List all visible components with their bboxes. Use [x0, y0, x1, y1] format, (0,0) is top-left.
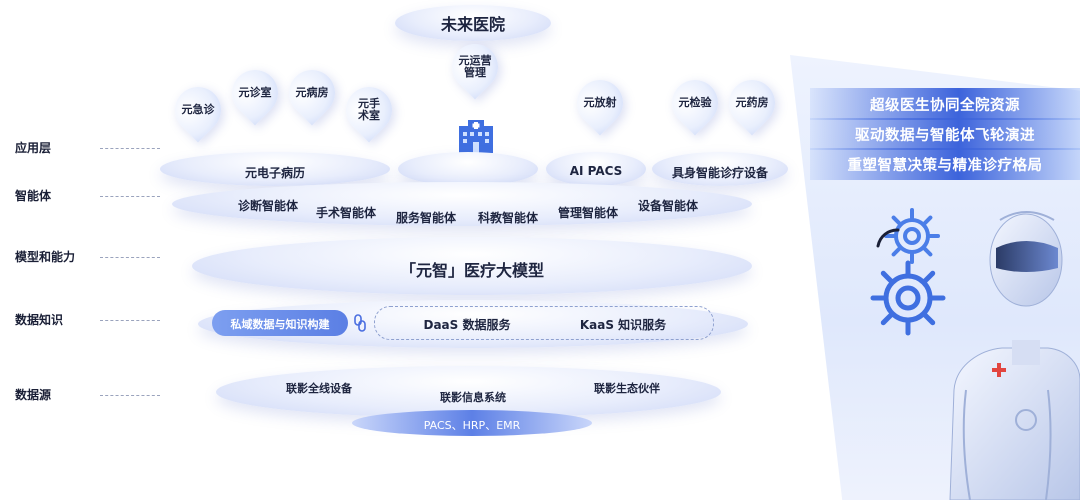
gear-icon-large [870, 260, 946, 336]
agent-service: 服务智能体 [395, 211, 456, 225]
agent-diagnosis: 诊断智能体 [237, 199, 298, 213]
services-dashed-box [374, 306, 714, 340]
laboratory-label: 元检验 [678, 96, 712, 109]
agent-management: 管理智能体 [557, 206, 618, 220]
slogan-2: 驱动数据与智能体飞轮演进 [810, 118, 1080, 150]
source-disc [216, 366, 721, 418]
systems-label: PACS、HRP、EMR [423, 419, 521, 432]
pharmacy-pin: 元药房 [719, 70, 785, 136]
layer-agent-leader [100, 196, 160, 197]
emergency-label: 元急诊 [181, 103, 215, 116]
agent-disc [172, 182, 752, 226]
device-disc [652, 152, 788, 186]
emr-label: 元电子病历 [244, 166, 305, 180]
ward-label: 元病房 [295, 86, 329, 99]
source-eco: 联影生态伙伴 [594, 382, 660, 395]
layer-application: 应用层 [15, 141, 52, 155]
layer-source: 数据源 [15, 388, 52, 402]
agent-surgery: 手术智能体 [315, 206, 376, 220]
laboratory-pin: 元检验 [662, 70, 728, 136]
curve-icon [876, 228, 900, 248]
center-disc [398, 152, 538, 186]
operations-pin: 元运营 管理 [442, 34, 508, 100]
chain-link-icon [354, 314, 366, 332]
clinic-label: 元诊室 [238, 86, 272, 99]
model-disc [192, 237, 752, 295]
layer-knowledge-leader [100, 320, 160, 321]
future-hospital-label: 未来医院 [440, 15, 505, 34]
layer-model-leader [100, 257, 160, 258]
aipacs-label: AI PACS [569, 164, 623, 178]
operating-room-pin: 元手 术室 [336, 77, 402, 143]
source-info: 联影信息系统 [440, 391, 506, 404]
future-hospital-disc [395, 5, 551, 41]
private-data-pill [212, 310, 348, 336]
slogan-1: 超级医生协同全院资源 [810, 88, 1080, 120]
daas-label: DaaS 数据服务 [423, 318, 511, 332]
kaas-label: KaaS 知识服务 [579, 318, 667, 332]
robot-doctor-illustration [949, 211, 1080, 500]
systems-band [352, 410, 592, 436]
clinic-pin: 元诊室 [222, 60, 288, 126]
slogan-3: 重塑智慧决策与精准诊疗格局 [810, 148, 1080, 180]
agent-device: 设备智能体 [637, 199, 698, 213]
agent-education: 科教智能体 [477, 211, 538, 225]
device-label: 具身智能诊疗设备 [671, 166, 768, 180]
model-title: 「元智」医疗大模型 [399, 261, 544, 280]
gear-icon [884, 208, 940, 264]
operations-label: 元运营 管理 [458, 54, 492, 79]
operating-room-label: 元手 术室 [358, 97, 380, 122]
layer-application-leader [100, 148, 160, 149]
radiology-pin: 元放射 [567, 70, 633, 136]
layer-agent: 智能体 [15, 189, 52, 203]
ward-pin: 元病房 [279, 60, 345, 126]
layer-source-leader [100, 395, 160, 396]
private-data-label: 私域数据与知识构建 [230, 318, 330, 331]
emergency-pin: 元急诊 [165, 77, 231, 143]
emr-disc [160, 152, 390, 186]
hospital-building-icon [459, 120, 493, 153]
layer-model: 模型和能力 [15, 250, 76, 264]
pharmacy-label: 元药房 [735, 96, 769, 109]
source-devices: 联影全线设备 [286, 382, 352, 395]
layer-knowledge: 数据知识 [15, 313, 64, 327]
aipacs-disc [546, 152, 646, 186]
radiology-label: 元放射 [583, 96, 617, 109]
